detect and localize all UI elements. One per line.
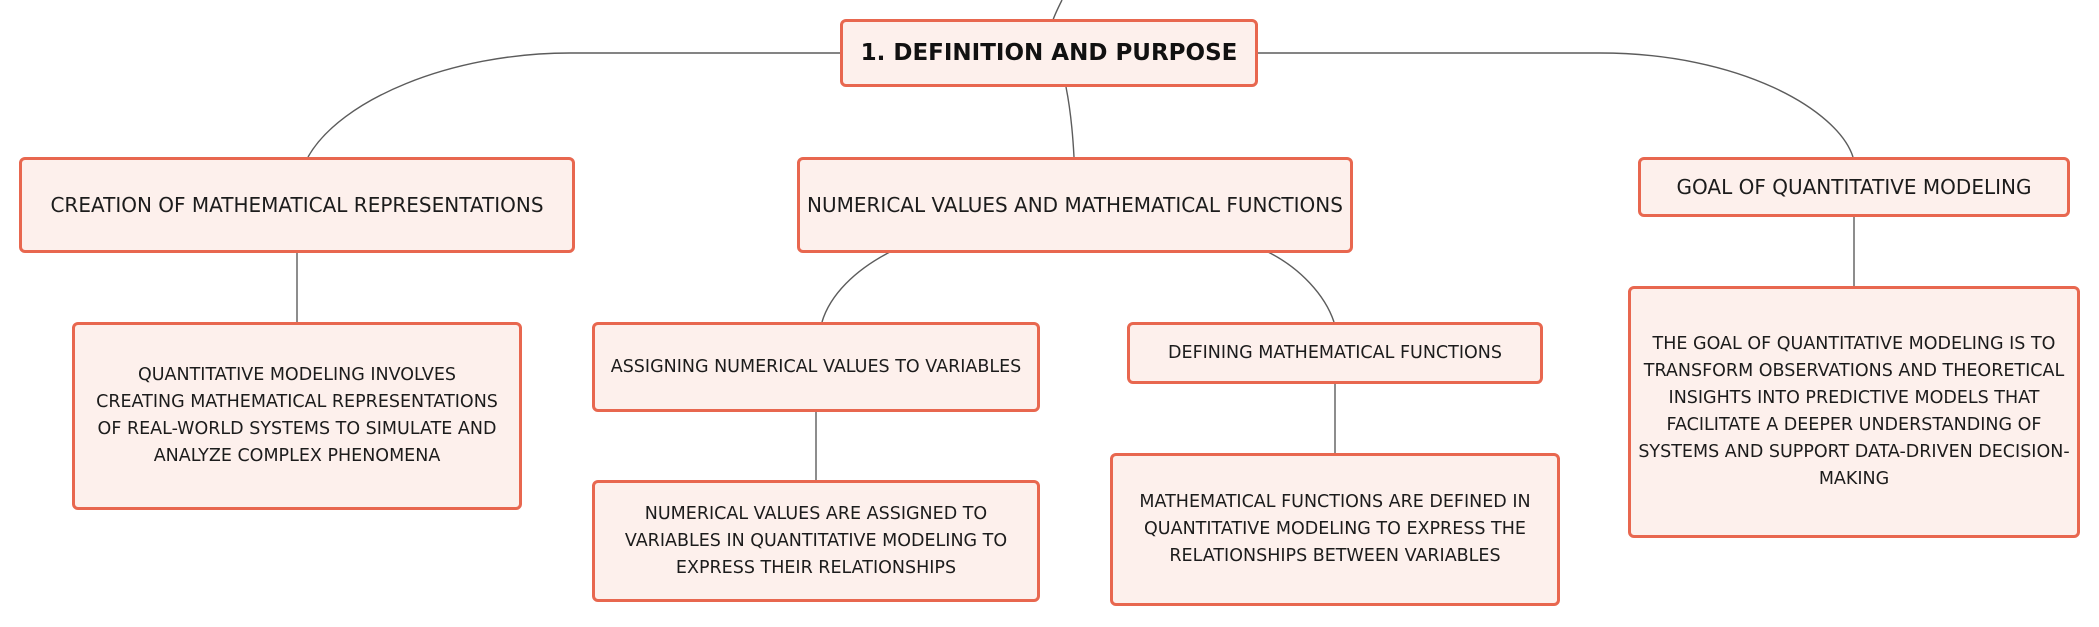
sub-node-defining-functions[interactable]: DEFINING MATHEMATICAL FUNCTIONS — [1127, 322, 1543, 384]
leaf-node-functions-detail-text: MATHEMATICAL FUNCTIONS ARE DEFINED IN QU… — [1139, 492, 1531, 566]
root-node-label: 1. DEFINITION AND PURPOSE — [860, 40, 1238, 66]
branch-node-numerical-label: NUMERICAL VALUES AND MATHEMATICAL FUNCTI… — [807, 193, 1343, 217]
root-node[interactable]: 1. DEFINITION AND PURPOSE — [840, 19, 1258, 87]
leaf-node-assigning-detail[interactable]: NUMERICAL VALUES ARE ASSIGNED TO VARIABL… — [592, 480, 1040, 602]
connector-branch-2-to-sub-2 — [1267, 251, 1335, 323]
connector-branch-2-to-sub-1 — [821, 251, 891, 323]
branch-node-goal[interactable]: GOAL OF QUANTITATIVE MODELING — [1638, 157, 2070, 217]
leaf-node-creation-detail-text: QUANTITATIVE MODELING INVOLVES CREATING … — [96, 365, 498, 466]
branch-node-creation[interactable]: CREATION OF MATHEMATICAL REPRESENTATIONS — [19, 157, 575, 253]
sub-node-assigning-values[interactable]: ASSIGNING NUMERICAL VALUES TO VARIABLES — [592, 322, 1040, 412]
sub-node-defining-functions-label: DEFINING MATHEMATICAL FUNCTIONS — [1168, 343, 1502, 363]
sub-node-assigning-values-label: ASSIGNING NUMERICAL VALUES TO VARIABLES — [610, 357, 1022, 377]
branch-node-numerical[interactable]: NUMERICAL VALUES AND MATHEMATICAL FUNCTI… — [797, 157, 1353, 253]
leaf-node-goal-detail[interactable]: THE GOAL OF QUANTITATIVE MODELING IS TO … — [1628, 286, 2080, 538]
leaf-node-functions-detail[interactable]: MATHEMATICAL FUNCTIONS ARE DEFINED IN QU… — [1110, 453, 1560, 606]
branch-node-goal-label: GOAL OF QUANTITATIVE MODELING — [1676, 175, 2032, 199]
connector-root-to-branch-3 — [1257, 52, 1854, 158]
connector-root-to-branch-1 — [307, 52, 840, 158]
leaf-node-goal-detail-text: THE GOAL OF QUANTITATIVE MODELING IS TO … — [1638, 334, 2070, 489]
connector-root-to-branch-2 — [1065, 86, 1075, 158]
leaf-node-creation-detail[interactable]: QUANTITATIVE MODELING INVOLVES CREATING … — [72, 322, 522, 510]
connector-parent-top — [1052, 0, 1063, 21]
leaf-node-assigning-detail-text: NUMERICAL VALUES ARE ASSIGNED TO VARIABL… — [624, 503, 1008, 578]
branch-node-creation-label: CREATION OF MATHEMATICAL REPRESENTATIONS — [50, 193, 544, 217]
